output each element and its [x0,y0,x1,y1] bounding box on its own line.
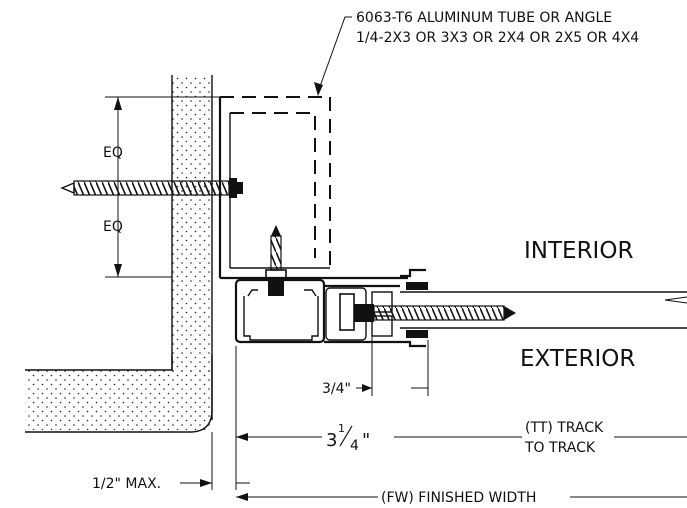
three-quarter-label: 3/4" [322,381,351,397]
track-dimension-line [235,346,687,490]
exterior-label: EXTERIOR [520,346,635,372]
eq-top-label: EQ [103,145,123,161]
three-quarter-frac-num: 1 [338,422,345,435]
three-quarter-whole: 3 [326,430,337,451]
track-to-track-line1: (TT) TRACK [525,420,604,436]
finished-width-dimension [236,493,687,501]
eq-bottom-label: EQ [103,219,123,235]
callout-line2: 1/4-2X3 OR 3X3 OR 2X4 OR 2X5 OR 4X4 [356,30,639,46]
callout-leader [314,16,352,96]
track-to-track-line2: TO TRACK [524,440,596,456]
horizontal-screw [60,178,243,198]
half-max-dimension [180,432,250,490]
vertical-screw [265,225,287,296]
interior-label: INTERIOR [524,238,633,264]
callout-line1: 6063-T6 ALUMINUM TUBE OR ANGLE [356,10,612,26]
half-max-label: 1/2" MAX. [92,476,161,492]
three-quarter-dimension [356,336,429,396]
three-quarter-frac-den: 4 [350,438,359,454]
panel-screw [339,282,687,338]
three-quarter-inch: " [362,430,370,451]
finished-width-label: (FW) FINISHED WIDTH [381,490,536,506]
concrete-wall [25,75,213,433]
